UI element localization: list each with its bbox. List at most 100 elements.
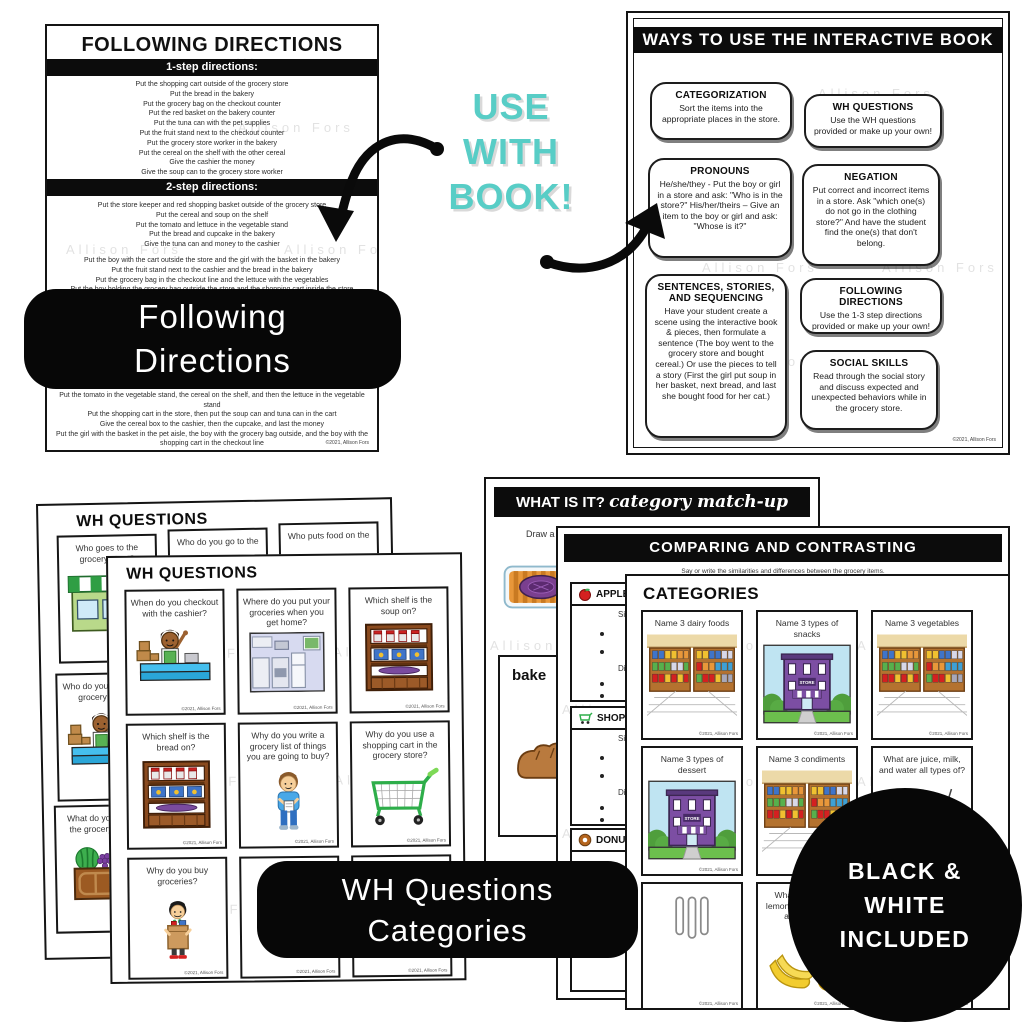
wh-card: When do you checkout with the cashier? ©…	[124, 588, 226, 716]
category-card: Name 3 types of dessert ©2021, Allison F…	[641, 746, 743, 876]
wh-questions-categories-label: WH Questions Categories	[257, 861, 638, 958]
direction-line: Put the red basket on the bakery counter	[148, 110, 276, 118]
box-title: SOCIAL SKILLS	[829, 358, 909, 369]
callout-line: USE	[472, 86, 550, 127]
card-copyright: ©2021, Allison Fors	[296, 968, 336, 975]
badge-line: INCLUDED	[839, 926, 971, 952]
page-subtitle: Say or write the similarities and differ…	[681, 568, 885, 575]
one-step-list: Put the shopping cart outside of the gro…	[53, 80, 371, 178]
card-copyright: ©2021, Allison Fors	[293, 704, 333, 711]
bullet-dot	[600, 632, 604, 636]
wh-card: Why do you use a shopping cart in the gr…	[349, 720, 452, 848]
direction-line: Put the shopping cart outside of the gro…	[135, 81, 289, 88]
card-question: Who puts food on the	[287, 529, 370, 542]
wh-card: Where do you put your groceries when you…	[236, 587, 338, 715]
card-copyright: ©2021, Allison Fors	[408, 967, 448, 973]
store-building-illustration	[648, 779, 736, 861]
card-question: Why do you use a shopping cart in the gr…	[362, 728, 438, 761]
wh-card: Which shelf is the bread on? ©2021, Alli…	[125, 722, 228, 850]
direction-line: Put the grocery bag in the checkout line…	[95, 276, 329, 284]
cashier-counter-illustration	[131, 622, 220, 689]
grocery-aisle-illustration	[647, 633, 737, 717]
category-card: ©2021, Allison Fors	[641, 882, 743, 1008]
direction-line: Put the fruit stand next to the checkout…	[139, 129, 285, 137]
card-copyright: ©2021, Allison Fors	[182, 839, 223, 846]
box-text: Have your student create a scene using t…	[654, 306, 778, 401]
box-title: CATEGORIZATION	[675, 90, 767, 101]
bullet-dot	[600, 682, 604, 686]
apple-icon	[578, 587, 592, 601]
box-title: SENTENCES, STORIES, AND SEQUENCING	[657, 282, 775, 304]
cart-icon	[578, 712, 593, 725]
box-title: PRONOUNS	[690, 166, 750, 177]
card-question: Name 3 types of snacks	[775, 618, 839, 639]
fork-illustration	[648, 894, 736, 980]
social-skills-box: SOCIAL SKILLS Read through the social st…	[800, 350, 938, 430]
card-copyright: ©2021, Allison Fors	[698, 1001, 738, 1006]
two-step-header: 2-step directions:	[47, 179, 377, 196]
wh-card: Why do you write a grocery list of thing…	[237, 721, 340, 849]
direction-line: Put the bread in the bakery	[169, 90, 255, 98]
callout-line: BOOK!	[448, 176, 574, 217]
box-text: Read through the social story and discus…	[811, 371, 927, 413]
card-question: Who do you go to the	[176, 535, 259, 548]
page-title: FOLLOWING DIRECTIONS	[81, 34, 343, 56]
card-question: Which shelf is the soup on?	[364, 594, 433, 616]
card-question: Why do you write a grocery list of thing…	[246, 729, 330, 762]
direction-line: Put the tomato in the vegetable stand, t…	[59, 391, 365, 409]
grocery-hutch-illustration	[360, 620, 439, 697]
direction-line: Give the cashier the money	[169, 159, 255, 167]
page-title: COMPARING AND CONTRASTING	[564, 534, 1002, 562]
card-copyright: ©2021, Allison Fors	[184, 969, 224, 976]
card-question: Why do you buy groceries?	[146, 864, 209, 886]
page-copyright: ©2021, Allison Fors	[325, 440, 369, 446]
direction-line: Put the shopping cart in the store, then…	[87, 411, 337, 419]
card-question: Name 3 types of dessert	[660, 754, 724, 775]
sentences-box: SENTENCES, STORIES, AND SEQUENCING Have …	[645, 274, 787, 438]
label-line: Following	[138, 298, 287, 335]
bullet-dot	[600, 818, 604, 822]
card-copyright: ©2021, Allison Fors	[294, 838, 335, 845]
instruction-text: Draw a	[526, 529, 555, 539]
card-copyright: ©2021, Allison Fors	[928, 731, 968, 736]
card-copyright: ©2021, Allison Fors	[813, 731, 853, 736]
shopping-cart-illustration	[357, 764, 444, 829]
boy-with-list-illustration	[251, 765, 326, 834]
box-title: NEGATION	[844, 172, 898, 183]
arrow-start-dot	[540, 255, 554, 269]
box-title: FOLLOWING DIRECTIONS	[839, 286, 903, 308]
box-text: Use the 1-3 step directions provided or …	[812, 310, 930, 331]
callout-line: WITH	[463, 131, 559, 172]
page-title: WAYS TO USE THE INTERACTIVE BOOK	[633, 27, 1003, 53]
direction-line: Put the fruit stand next to the cashier …	[111, 266, 313, 274]
category-card: Name 3 vegetables ©2021, Allison Fors	[871, 610, 973, 740]
page-title: WHAT IS IT?	[516, 494, 605, 511]
grocery-hutch-illustration	[137, 756, 216, 835]
direction-line: Give the soup can to the grocery store w…	[141, 169, 283, 177]
section-label: DONUT A	[596, 834, 642, 846]
card-question: What are juice, milk, and water all type…	[879, 754, 965, 775]
direction-line: Put the boy with the cart outside the st…	[83, 257, 341, 264]
card-copyright: ©2021, Allison Fors	[698, 731, 738, 736]
category-card: Name 3 types of snacks ©2021, Allison Fo…	[756, 610, 858, 740]
page-title-bar: WHAT IS IT? category match-up	[494, 487, 810, 517]
section-label: APPLE A	[596, 588, 639, 600]
box-text: He/she/they - Put the boy or girl in a s…	[657, 179, 783, 232]
kitchen-illustration	[244, 631, 331, 692]
ways-to-use-page: Allison Fors Allison Fors Allison Fors A…	[626, 11, 1010, 455]
following-directions-box: FOLLOWING DIRECTIONS Use the 1-3 step di…	[800, 278, 942, 334]
card-question: Where do you put your groceries when you…	[242, 595, 331, 628]
card-question: Name 3 dairy foods	[654, 618, 730, 628]
grocery-aisle-illustration	[877, 633, 967, 717]
direction-line: Put the grocery store worker in the bake…	[147, 139, 277, 147]
direction-line: Give the cereal box to the cashier, then…	[99, 421, 325, 429]
two-step-list-a: Put the store keeper and red shopping ba…	[53, 201, 371, 250]
label-line: WH Questions	[341, 871, 554, 907]
card-copyright: ©2021, Allison Fors	[181, 705, 221, 712]
card-question: When do you checkout with the cashier?	[130, 596, 219, 619]
bullet-dot	[600, 806, 604, 810]
page-copyright: ©2021, Allison Fors	[952, 437, 996, 443]
use-with-book-callout: USE WITH BOOK!	[436, 84, 586, 219]
